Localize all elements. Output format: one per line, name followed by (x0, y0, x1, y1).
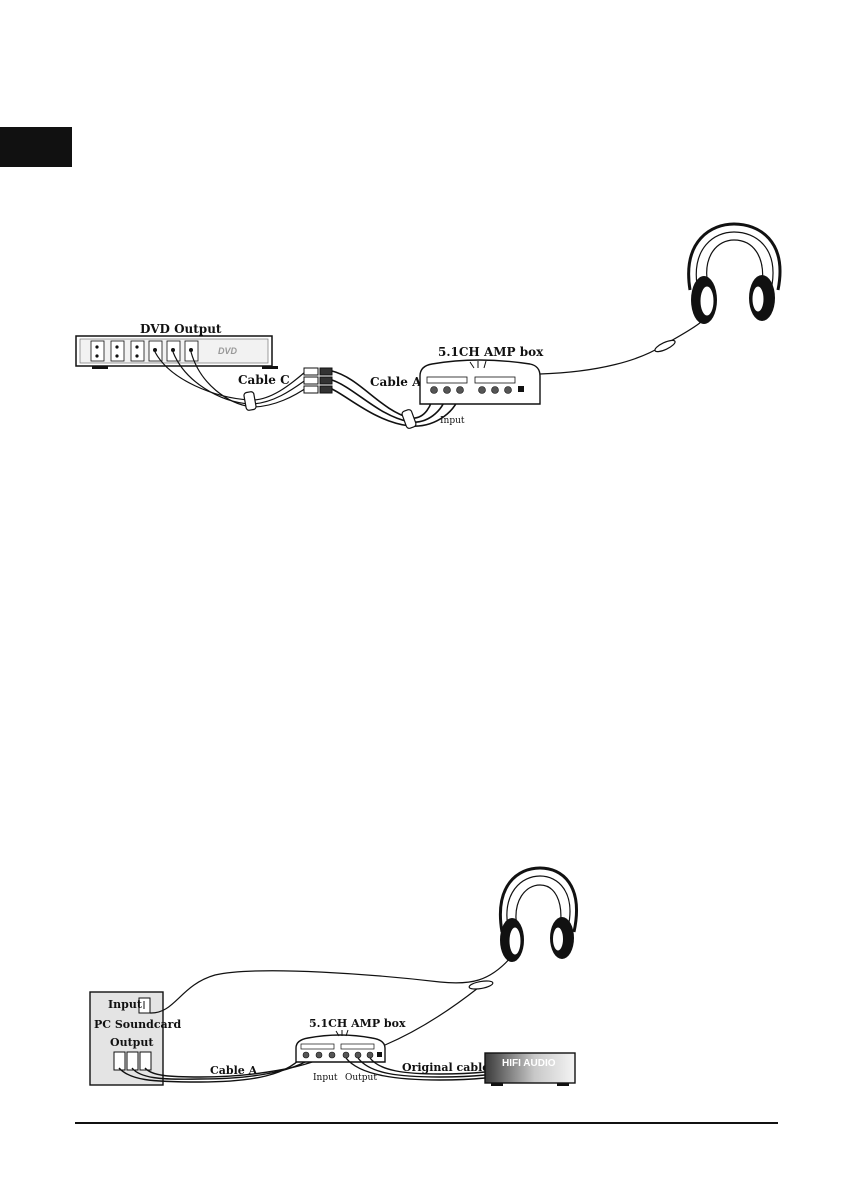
amp-input-label: Input (440, 416, 465, 426)
rca-connector-block (304, 368, 332, 393)
pc-connection-diagram: Input PC Soundcard Output Cable A 5.1CH … (90, 868, 576, 1086)
amp-box (420, 360, 540, 404)
amp-input-label-2: Input (313, 1073, 338, 1083)
headphones-icon-2 (500, 868, 576, 962)
headphones-icon (689, 224, 780, 324)
original-cable-label: Original cable (402, 1061, 489, 1074)
amp-box-label-2: 5.1CH AMP box (309, 1017, 406, 1030)
dvd-connection-diagram: DVD DVD Output Cable C Cable A (76, 224, 780, 429)
cable-a-tie (401, 409, 417, 429)
headphone-cable-splitter (654, 338, 677, 354)
cable-a-label-2: Cable A (210, 1064, 258, 1077)
amp-box-2 (296, 1030, 385, 1062)
amp-output-label-2: Output (345, 1073, 377, 1083)
pc-output-label: Output (110, 1036, 154, 1049)
hifi-audio-label: HIFI AUDIO (502, 1058, 556, 1069)
pc-input-label: Input (108, 998, 143, 1011)
headphone-cable-1 (540, 306, 712, 374)
footer-rule (75, 1122, 778, 1124)
dvd-brand-logo: DVD (218, 346, 238, 356)
dvd-output-label: DVD Output (140, 322, 222, 336)
cable-c-tie (244, 391, 257, 410)
dvd-player: DVD (76, 336, 278, 369)
cable-c-label: Cable C (238, 373, 290, 387)
cable-a-label: Cable A (370, 375, 422, 389)
amp-box-label: 5.1CH AMP box (438, 345, 544, 359)
pc-soundcard-label: PC Soundcard (94, 1018, 181, 1031)
headphone-cable-2 (150, 956, 512, 1013)
